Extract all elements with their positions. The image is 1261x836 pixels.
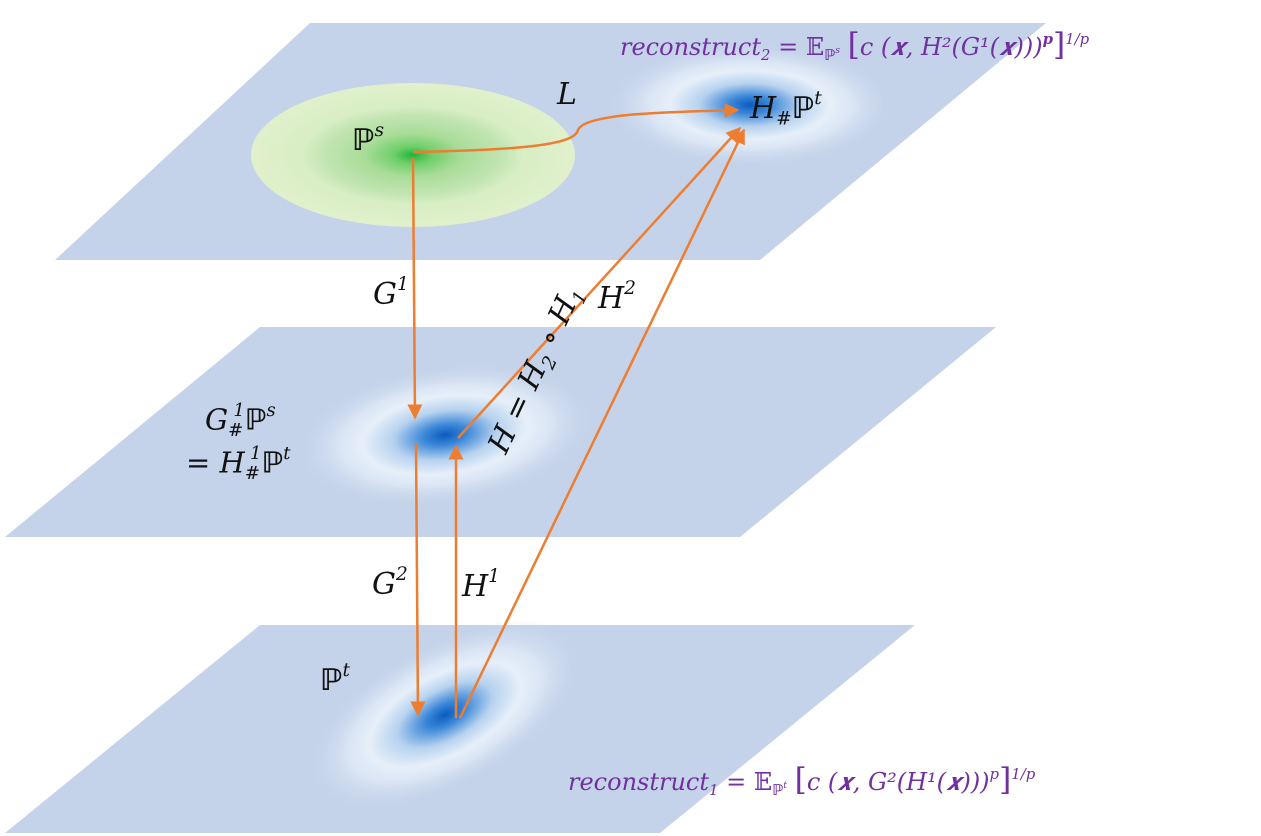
r2-P: ℙ bbox=[824, 46, 836, 65]
G2-label: G2 bbox=[372, 564, 408, 602]
r2-outer: 1/p bbox=[1065, 29, 1090, 48]
pushforward-target-label: H#ℙt bbox=[750, 88, 822, 130]
mid-P1-sup: s bbox=[266, 400, 276, 421]
intermediate-equality-label: = H#1ℙt bbox=[186, 445, 290, 483]
r2-pow: p bbox=[1042, 29, 1053, 48]
G1-arrow bbox=[407, 157, 423, 420]
r2-sub: 2 bbox=[761, 46, 771, 65]
G1-label: G1 bbox=[373, 274, 409, 312]
mid-H-sup: 1 bbox=[250, 443, 262, 464]
composition-circ: ∘ bbox=[531, 323, 570, 352]
source-distribution-label: ℙs bbox=[352, 120, 385, 158]
G2-arrow bbox=[410, 442, 426, 717]
r1-outer: 1/p bbox=[1011, 764, 1036, 783]
H1-base: H bbox=[462, 568, 489, 604]
target-sup: t bbox=[342, 660, 350, 681]
G2-base: G bbox=[372, 566, 396, 602]
target-distribution-blob bbox=[308, 620, 582, 810]
G1-sup: 1 bbox=[396, 274, 409, 295]
r1-sub: 1 bbox=[709, 781, 719, 800]
mid-P2-sup: t bbox=[283, 443, 291, 464]
pushforward-P-symbol: ℙ bbox=[791, 90, 815, 126]
H1-label: H1 bbox=[462, 566, 501, 604]
source-P-symbol: ℙ bbox=[352, 122, 375, 158]
intermediate-distribution-label: G#1ℙs bbox=[205, 402, 276, 440]
target-P-symbol: ℙ bbox=[320, 662, 343, 698]
r2-rhs: = 𝔼 bbox=[778, 33, 825, 61]
G1-base: G bbox=[373, 276, 397, 312]
r1-Psup: t bbox=[783, 780, 788, 792]
source-distribution-blob bbox=[251, 83, 575, 227]
reconstruct1-formula: reconstruct1 = 𝔼ℙt [c (𝒙, G²(H¹(𝒙)))p]1/… bbox=[568, 762, 1036, 800]
mid-P1: ℙ bbox=[244, 402, 267, 437]
G2-sup: 2 bbox=[395, 564, 408, 585]
reconstruct2-formula: reconstruct2 = 𝔼ℙs [c (𝒙, H²(G¹(𝒙)))p]1/… bbox=[620, 27, 1090, 65]
mid-G: G bbox=[205, 402, 229, 437]
H2-arrow bbox=[457, 126, 742, 439]
mid-G-sub: # bbox=[228, 419, 244, 441]
H2-base: H bbox=[598, 280, 625, 316]
mid-eq: = bbox=[186, 445, 211, 480]
target-distribution-label: ℙt bbox=[320, 660, 350, 698]
mid-G-sup: 1 bbox=[233, 400, 245, 421]
r1-P: ℙ bbox=[772, 781, 784, 800]
r1-name: reconstruct bbox=[568, 768, 709, 796]
H-composite-arrow bbox=[458, 128, 746, 719]
source-sup: s bbox=[374, 120, 385, 141]
pushforward-sup: t bbox=[814, 88, 822, 109]
pushforward-sub: # bbox=[776, 108, 792, 130]
r2-name: reconstruct bbox=[620, 33, 761, 61]
pushforward-target-blob bbox=[605, 43, 895, 167]
intermediate-distribution-blob bbox=[296, 362, 594, 508]
r1-rhs: = 𝔼 bbox=[726, 768, 773, 796]
mid-P2: ℙ bbox=[261, 445, 284, 480]
mid-H: H bbox=[219, 445, 245, 480]
r2-Psup: s bbox=[835, 45, 841, 57]
r1-body: c (𝒙, G²(H¹(𝒙))) bbox=[806, 768, 990, 796]
r1-pow: p bbox=[989, 764, 1000, 783]
L-label: L bbox=[557, 77, 577, 112]
L-arrow bbox=[412, 102, 740, 154]
mid-H-sub: # bbox=[244, 462, 260, 484]
H2-sup: 2 bbox=[624, 278, 637, 299]
r2-body: c (𝒙, H²(G¹(𝒙))) bbox=[859, 33, 1043, 61]
pushforward-H: H bbox=[750, 90, 777, 126]
H2-label: H2 bbox=[598, 278, 637, 316]
H1-sup: 1 bbox=[488, 566, 501, 587]
